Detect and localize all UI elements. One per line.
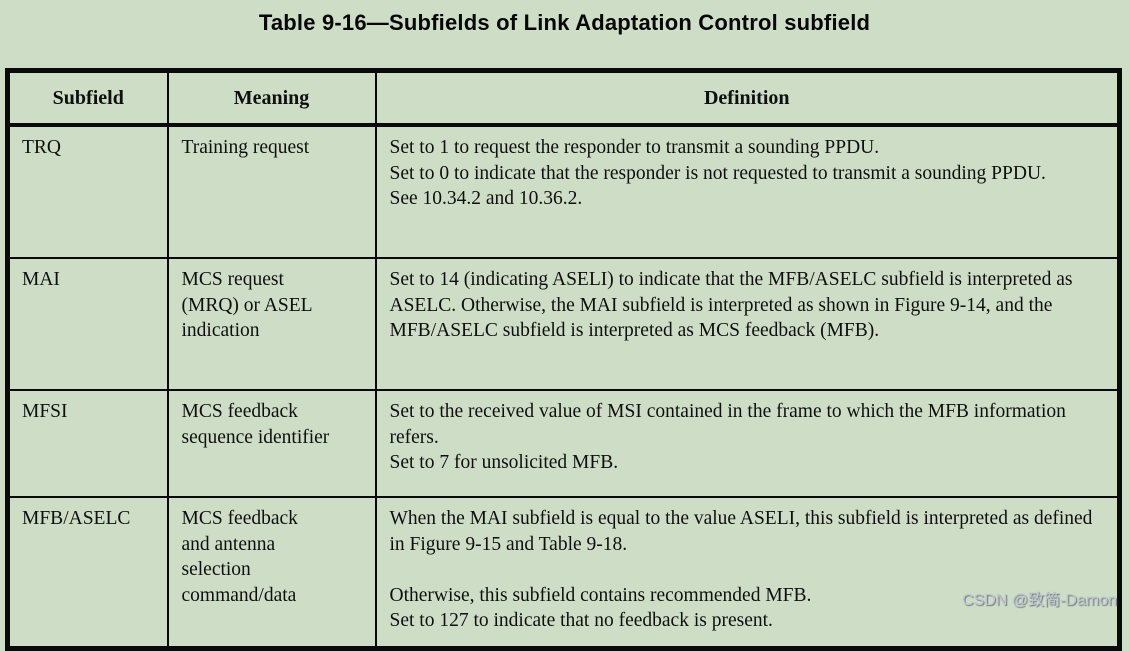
subfield-meaning: MCS feedback and antenna selection comma… [166,496,377,650]
column-header-definition: Definition [374,69,1121,127]
subfield-meaning: Training request [166,124,377,259]
subfield-name: TRQ [6,124,169,259]
table-row: MAI MCS request (MRQ) or ASEL indication… [6,257,1121,391]
table-row: MFB/ASELC MCS feedback and antenna selec… [6,496,1121,650]
column-header-meaning: Meaning [166,69,377,127]
subfield-meaning: MCS feedback sequence identifier [166,389,377,498]
column-header-subfield: Subfield [6,69,169,127]
table-header-row: Subfield Meaning Definition [6,69,1121,127]
subfield-definition: Set to 1 to request the responder to tra… [374,124,1121,259]
subfield-definition: Set to the received value of MSI contain… [374,389,1121,498]
table-row: MFSI MCS feedback sequence identifier Se… [6,389,1121,498]
subfield-definition: Set to 14 (indicating ASELI) to indicate… [374,257,1121,391]
table-row: TRQ Training request Set to 1 to request… [6,124,1121,259]
subfield-name: MFB/ASELC [6,496,169,650]
subfield-name: MAI [6,257,169,391]
subfields-table: Subfield Meaning Definition TRQ Training… [5,68,1122,651]
subfield-meaning: MCS request (MRQ) or ASEL indication [166,257,377,391]
page-title: Table 9-16—Subfields of Link Adaptation … [258,10,871,35]
subfield-definition: When the MAI subfield is equal to the va… [374,496,1121,650]
subfield-name: MFSI [6,389,169,498]
csdn-watermark: CSDN @致简-Damon [962,592,1117,609]
